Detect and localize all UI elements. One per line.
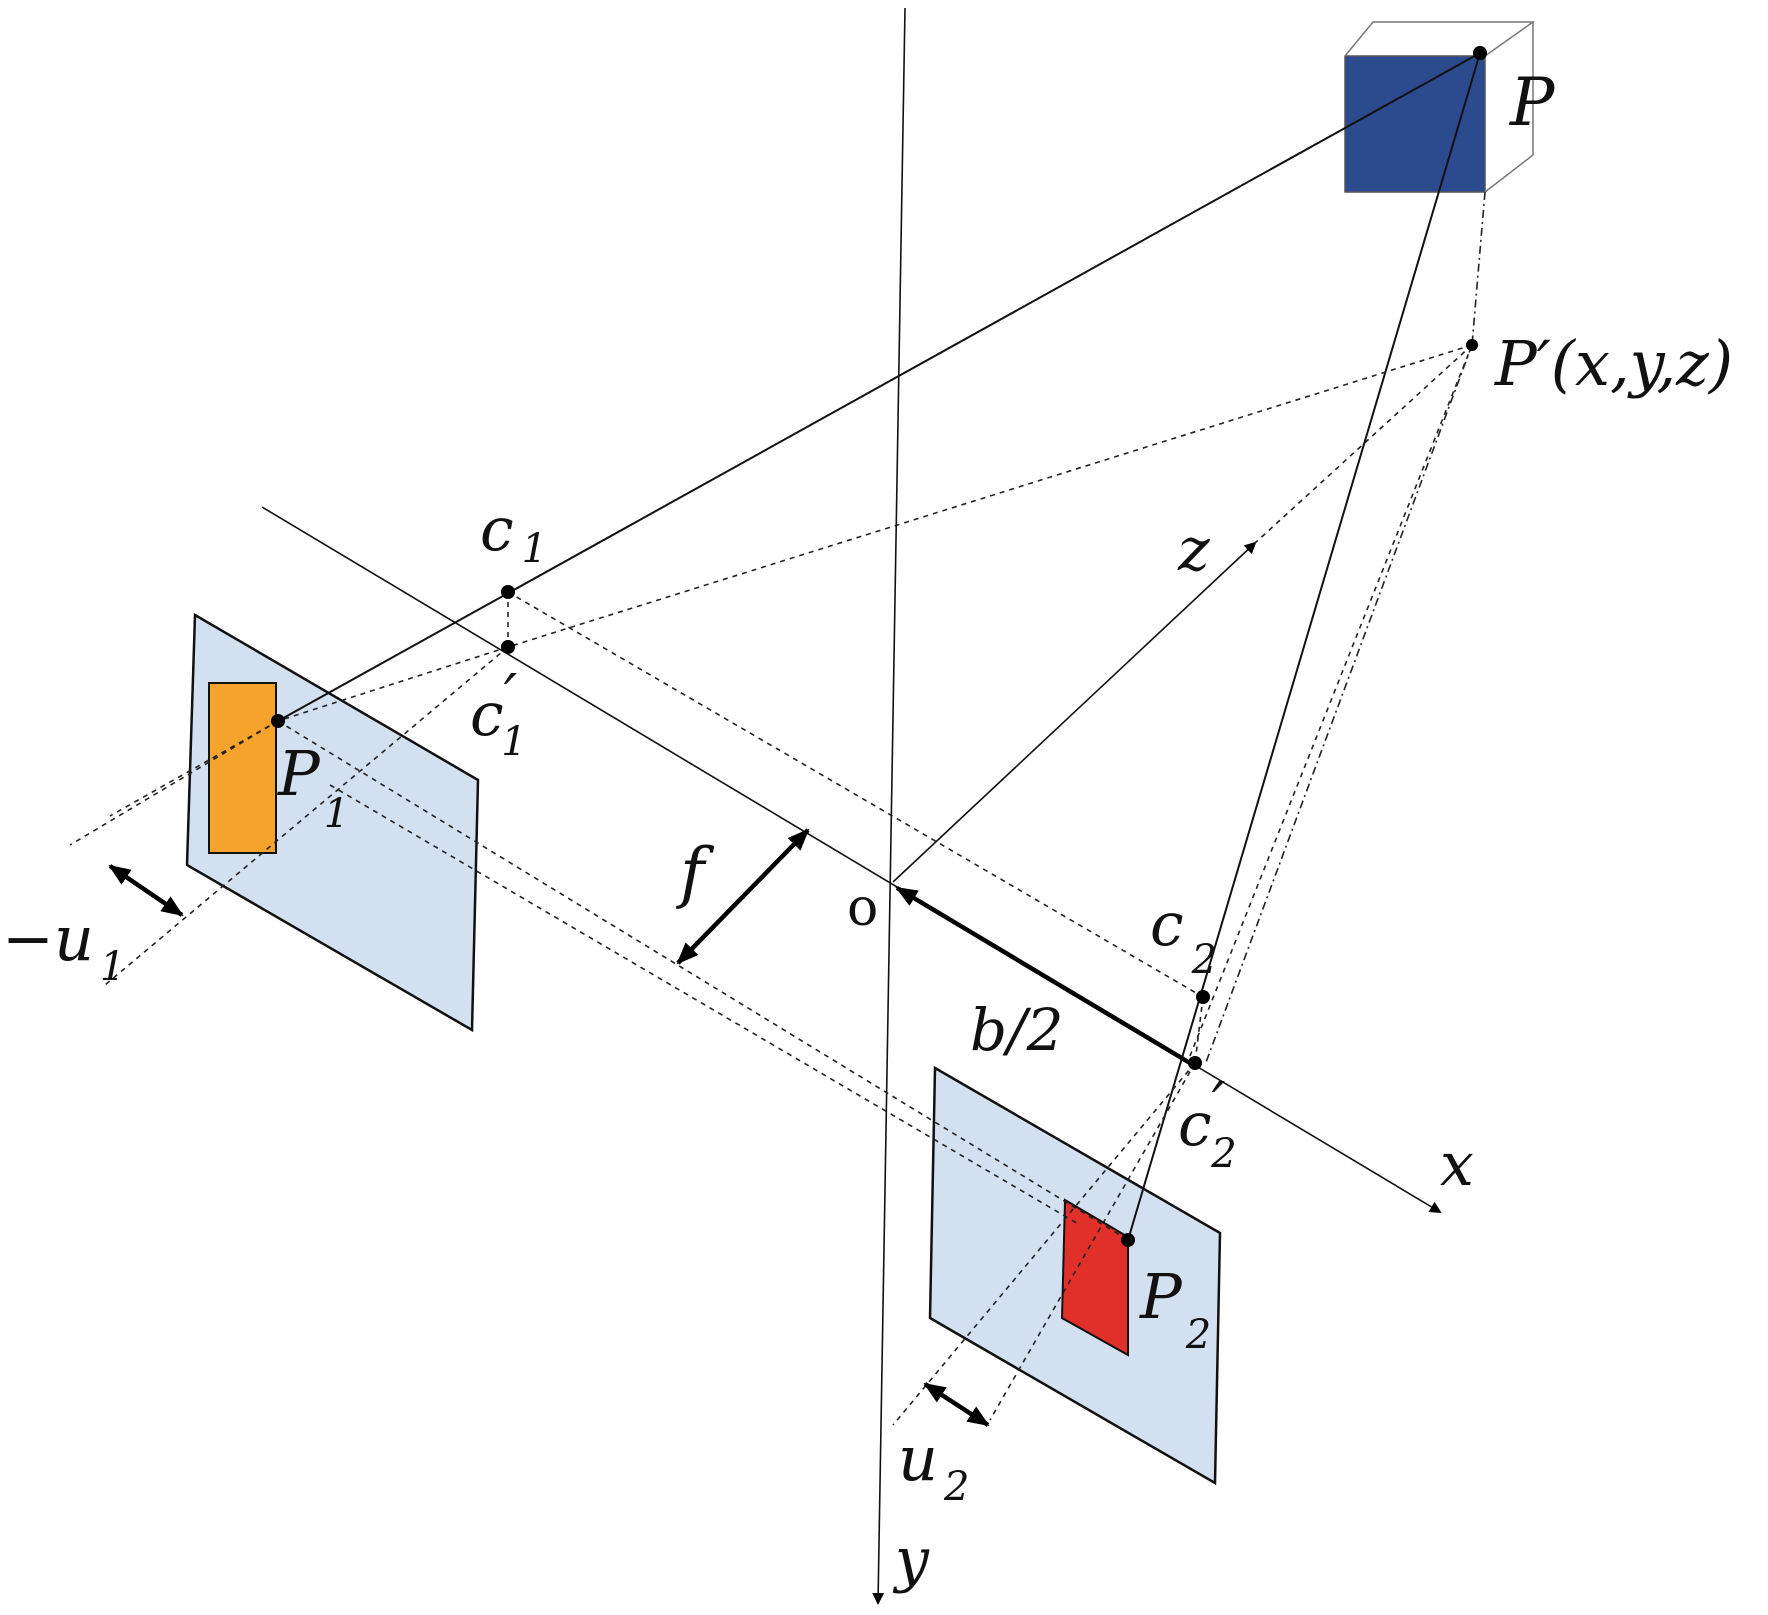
dash-f-ref	[329, 784, 1081, 1226]
point-p-dot	[1473, 46, 1487, 60]
dash-pprime-to-c2	[1189, 344, 1473, 1057]
cube-back-edges	[1344, 21, 1536, 193]
label-y: y	[892, 1525, 930, 1595]
label-pprime: P′(x,y,z)	[1494, 327, 1733, 400]
dash-pprime-to-z	[1254, 344, 1473, 544]
cube-front-face	[1344, 55, 1486, 193]
left-image-patch	[208, 682, 277, 854]
u1-arrow	[108, 864, 184, 917]
ray-p-to-p1	[277, 52, 1481, 722]
dash-c1p-to-left	[277, 646, 509, 722]
p2-dot	[1121, 1233, 1135, 1247]
right-image-patch	[1060, 1198, 1129, 1357]
label-p1: P1	[277, 737, 349, 837]
dash-c2-c2p	[1194, 996, 1204, 1064]
dash-c1-to-c2	[507, 591, 1204, 998]
dash-u1-left	[69, 720, 279, 846]
y-axis	[872, 7, 906, 1605]
label-z: z	[1177, 515, 1210, 585]
baseline-arrow	[895, 886, 1192, 1065]
label-x: x	[1440, 1130, 1474, 1200]
x-axis	[261, 506, 1442, 1214]
c1p-dot	[501, 640, 515, 654]
dash-p-to-pprime	[1471, 191, 1486, 346]
focal-arrow	[676, 828, 810, 965]
dash-c1p-lower	[104, 646, 509, 986]
c2p-dot	[1188, 1056, 1202, 1070]
label-f: f	[675, 834, 715, 911]
p1-dot	[271, 714, 285, 728]
label-p2: P2	[1139, 1260, 1211, 1358]
dash-c2p-to-u2b	[989, 1062, 1196, 1421]
z-axis	[892, 541, 1257, 883]
dash-pprime-to-c2p-lower	[1204, 344, 1473, 1066]
u2-arrow	[923, 1382, 990, 1427]
c2-dot	[1196, 990, 1210, 1004]
label-b2: b/2	[970, 996, 1064, 1064]
label-origin: o	[847, 878, 878, 938]
dash-c2p-to-u2	[892, 1062, 1196, 1426]
dash-pprime-to-c1p	[507, 344, 1473, 648]
ray-p-to-p2	[1127, 52, 1481, 1241]
c1-dot	[501, 585, 515, 599]
point-pprime-dot	[1466, 339, 1478, 351]
label-c2p: c′2	[1178, 1070, 1237, 1177]
label-c1p: c′1	[470, 662, 527, 765]
label-p: P	[1509, 64, 1556, 141]
